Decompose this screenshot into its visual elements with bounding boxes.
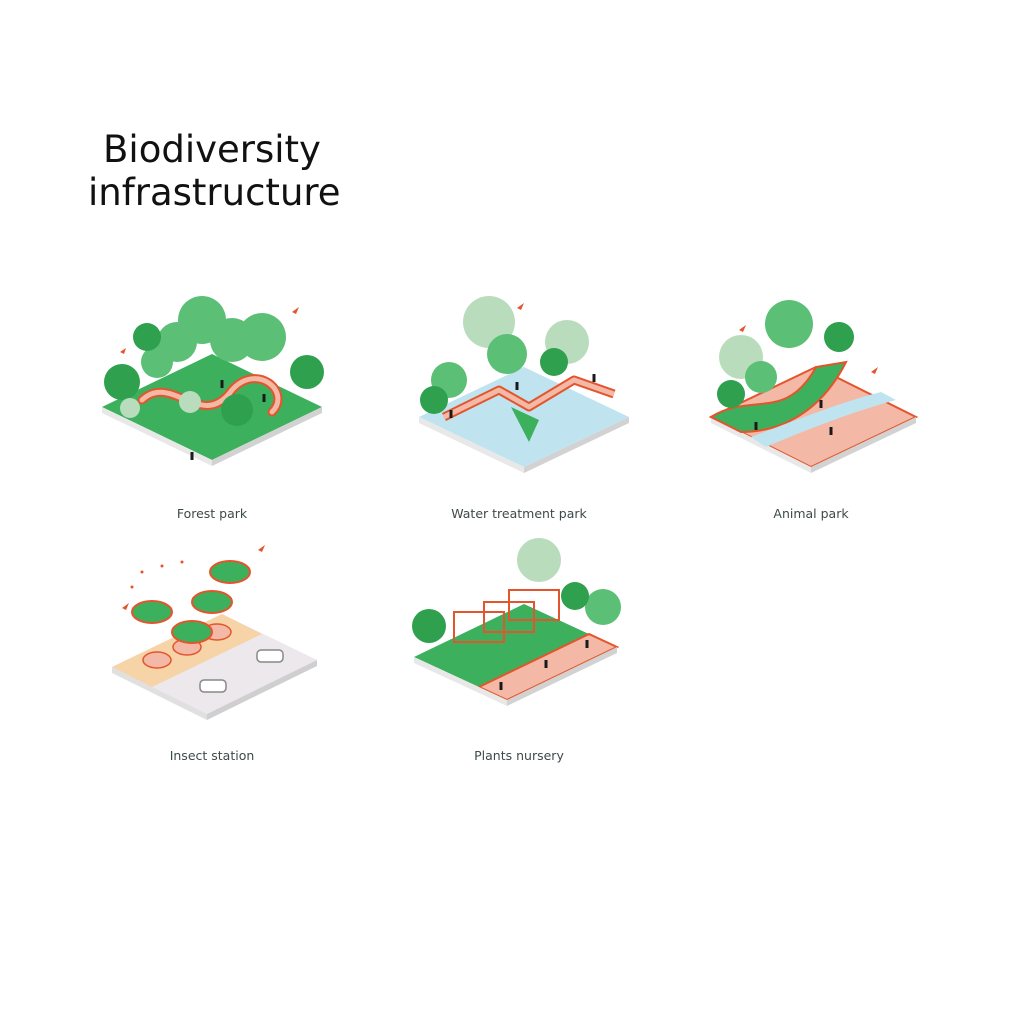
page-title: Biodiversity infrastructure [88, 128, 341, 214]
panel-label: Insect station [169, 748, 255, 763]
plants-nursery-illustration [412, 538, 621, 706]
panel-water-treatment-park: Water treatment park [389, 282, 649, 522]
panel-label: Plants nursery [474, 748, 564, 763]
panel-animal-park: Animal park [681, 282, 941, 522]
insect-station-illustration [112, 545, 317, 720]
panel-plants-nursery: Plants nursery [389, 532, 649, 772]
forest-park-illustration [102, 296, 324, 466]
panel-label: Animal park [773, 506, 849, 521]
panel-insect-station: Insect station [82, 532, 342, 772]
water-treatment-park-illustration [419, 296, 629, 473]
animal-park-illustration [708, 300, 919, 473]
panel-forest-park: Forest park [82, 282, 342, 522]
panel-label: Forest park [176, 506, 248, 521]
panel-label: Water treatment park [451, 506, 587, 521]
